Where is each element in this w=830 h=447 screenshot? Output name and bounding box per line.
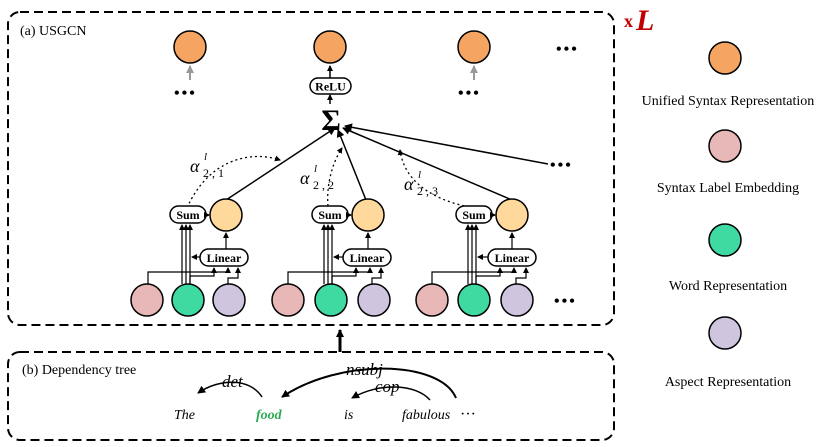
aspect-node-2 — [357, 283, 391, 317]
ellipsis-left: ••• — [174, 85, 197, 102]
panel-a-title: (a) USGCN — [20, 24, 87, 39]
syntax-node-3 — [415, 283, 449, 317]
attention-arrow-1 — [186, 155, 281, 209]
syntax-node-2 — [271, 283, 305, 317]
word-food: food — [256, 408, 283, 423]
legend: Unified Syntax Representation Syntax Lab… — [642, 41, 815, 390]
legend-swatch-syntax — [708, 129, 742, 163]
mid-node-1 — [209, 198, 243, 232]
legend-label-syntax: Syntax Label Embedding — [657, 181, 799, 196]
wire-linear-c3 — [515, 267, 529, 284]
aspect-node-1 — [212, 283, 246, 317]
attention-arrow-2 — [327, 147, 343, 207]
linear-label-1: Linear — [207, 251, 242, 265]
wire-linear-a2 — [287, 267, 373, 284]
dep-label-nsubj: nsubj — [346, 360, 383, 379]
wire-linear-a3 — [431, 267, 517, 284]
panel-b-box — [7, 351, 615, 441]
panel-b-title: (b) Dependency tree — [22, 363, 136, 378]
legend-swatch-usr — [708, 41, 742, 75]
word-ellipsis: ··· — [460, 406, 476, 423]
word-node-1 — [171, 283, 205, 317]
det-arc — [197, 381, 263, 398]
alpha-2-2: α l 2 , 2 — [300, 163, 334, 192]
output-node-1 — [173, 30, 207, 64]
sum-label-1: Sum — [176, 208, 199, 222]
legend-swatch-word — [708, 223, 742, 257]
alpha-2-3-sup: l — [418, 169, 421, 181]
aspect-node-3 — [500, 283, 534, 317]
wire-linear-b2 — [331, 267, 359, 284]
attention-arrow-3 — [397, 149, 475, 209]
alpha-2-1: α l 2 , 1 — [190, 151, 224, 180]
dep-label-det: det — [222, 372, 244, 391]
sum-label-2: Sum — [318, 208, 341, 222]
alpha-2-2-base: α — [300, 168, 310, 188]
panel-a-box — [7, 11, 615, 326]
wire-linear-c1 — [227, 267, 241, 284]
wire-linear-b1 — [189, 267, 217, 284]
output-node-2 — [313, 30, 347, 64]
linear-label-3: Linear — [495, 251, 530, 265]
syntax-node-1 — [130, 283, 164, 317]
group-3: Sum Linear — [415, 198, 537, 317]
legend-swatch-aspect — [708, 316, 742, 350]
word-node-2 — [314, 283, 348, 317]
sum-label-3: Sum — [462, 208, 485, 222]
legend-label-word: Word Representation — [669, 279, 787, 294]
nsubj-arc — [281, 367, 457, 399]
sigma-symbol: Σ — [321, 104, 341, 137]
word-the: The — [174, 408, 195, 423]
ellipsis-top: ••• — [556, 41, 579, 58]
cop-arc — [351, 386, 431, 401]
group-1: Sum Linear — [130, 198, 249, 317]
multiplier-x: x — [624, 11, 633, 31]
output-node-3 — [457, 30, 491, 64]
legend-label-aspect: Aspect Representation — [665, 375, 791, 390]
mid-node-3 — [495, 198, 529, 232]
alpha-2-3-base: α — [404, 174, 414, 194]
alpha-2-2-sub: 2 , 2 — [313, 178, 334, 192]
mid-node-2 — [351, 198, 385, 232]
legend-label-usr: Unified Syntax Representation — [642, 94, 815, 109]
ellipsis-mid: ••• — [550, 157, 573, 174]
wire-linear-a1 — [147, 267, 231, 284]
dep-label-cop: cop — [375, 377, 400, 396]
word-node-3 — [457, 283, 491, 317]
multiplier-L: L — [635, 4, 654, 37]
arrow-node1-to-sigma — [225, 127, 336, 201]
relu-label: ReLU — [315, 80, 346, 94]
ellipsis-bottom: ••• — [554, 293, 577, 310]
wire-linear-b3 — [475, 267, 503, 284]
ellipsis-right: ••• — [458, 85, 481, 102]
alpha-2-1-sup: l — [204, 151, 207, 163]
group-2: Sum Linear — [271, 198, 392, 317]
alpha-2-1-base: α — [190, 156, 200, 176]
wire-linear-c2 — [371, 267, 384, 284]
alpha-2-2-sup: l — [314, 163, 317, 175]
word-fabulous: fabulous — [402, 408, 451, 423]
alpha-2-1-sub: 2 , 1 — [203, 166, 224, 180]
word-is: is — [344, 408, 354, 423]
arrow-node2-to-sigma — [336, 129, 367, 201]
arrow-more-to-sigma — [344, 123, 549, 165]
arrow-node3-to-sigma — [342, 127, 513, 201]
linear-label-2: Linear — [350, 251, 385, 265]
